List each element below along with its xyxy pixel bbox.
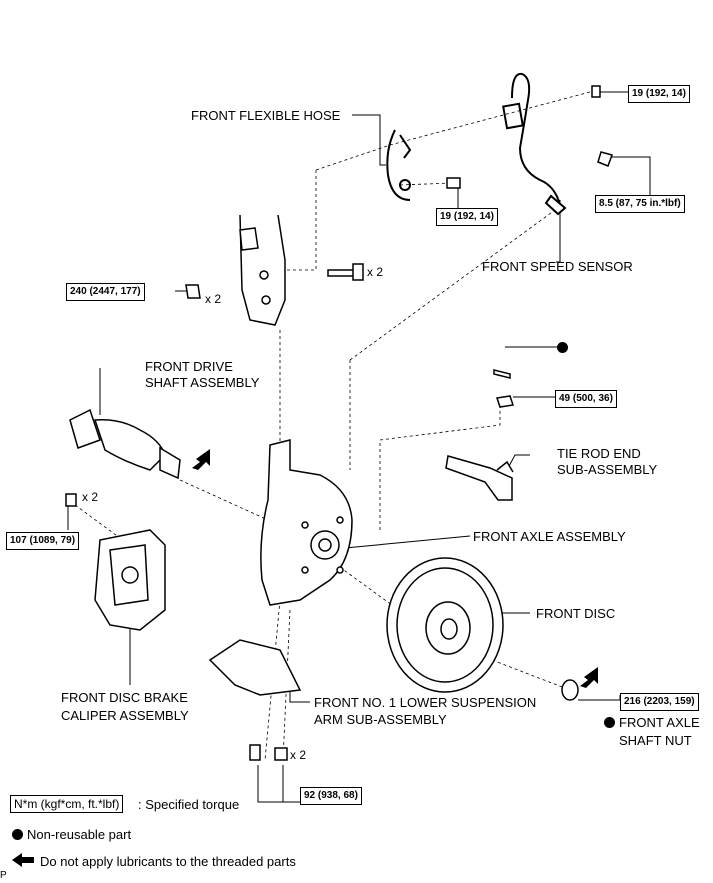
dash-lowerarm-nut [282,609,291,761]
leader-sensor-torque [612,156,651,195]
nonreusable-dot-axle-nut [604,717,615,728]
label-front-disc: FRONT DISC [536,606,616,621]
legend-nonreusable: Non-reusable part [27,827,132,842]
torque-top: 19 (192, 14) [628,85,690,103]
torque-caliper: 107 (1089, 79) [6,532,80,550]
label-caliper-2: CALIPER ASSEMBLY [61,708,189,723]
legend-no-lubricant: Do not apply lubricants to the threaded … [40,854,296,869]
dash-disc-nut [329,559,571,691]
leader-speed-sensor [556,200,561,263]
strut-bolt-head-icon [352,263,364,281]
leader-flexible-hose [352,114,386,166]
torque-tierod: 49 (500, 36) [555,390,617,408]
label-tie-rod-1: TIE ROD END [557,446,641,461]
mult-lowerarm-nut: x 2 [290,748,307,762]
torque-lowerarm: 92 (938, 68) [300,787,362,805]
knuckle-icon [260,439,353,606]
label-front-speed-sensor: FRONT SPEED SENSOR [482,259,633,274]
cotter-pin-icon [493,369,511,379]
leader-tie-rod [507,454,530,469]
torque-hose: 19 (192, 14) [436,208,498,226]
axle-nut-icon [561,679,579,701]
lowerarm-bolt-icon [249,744,261,761]
label-lower-arm-2: ARM SUB-ASSEMBLY [314,712,447,727]
label-caliper-1: FRONT DISC BRAKE [61,690,188,705]
label-axle-nut-2: SHAFT NUT [619,733,692,748]
leader-lower-arm [289,688,310,703]
torque-strut: 240 (2447, 177) [66,283,145,301]
leader-front-axle [344,535,471,549]
tierod-nut-icon [496,395,514,408]
label-front-drive-shaft-2: SHAFT ASSEMBLY [145,375,260,390]
caliper-icon [94,529,166,631]
legend-torque-unit: N*m (kgf*cm, ft.*lbf) [10,795,124,813]
legend-nonreusable-dot [12,829,23,840]
no-lubricant-arrow-axle-icon [580,667,598,688]
label-front-flexible-hose: FRONT FLEXIBLE HOSE [191,108,341,123]
lower-arm-icon [208,639,302,696]
label-front-drive-shaft-1: FRONT DRIVE [145,359,233,374]
strut-nut-icon [185,284,201,299]
legend-arrow-icon [12,853,34,867]
hose-bolt-icon [446,177,461,189]
label-lower-arm-1: FRONT NO. 1 LOWER SUSPENSION [314,695,537,710]
nonreusable-dot-cotter-pin [557,342,568,353]
label-tie-rod-2: SUB-ASSEMBLY [557,462,658,477]
tie-rod-end-icon [445,455,514,501]
no-lubricant-arrow-icon [192,449,210,470]
label-axle-nut-1: FRONT AXLE [619,715,700,730]
corner-mark: P [0,870,7,881]
leader-axlenut-torque [578,695,621,701]
drive-shaft-icon [69,408,181,480]
dash-sensor-knuckle [349,209,556,470]
speed-sensor-icon [502,72,567,216]
front-disc-icon [386,557,504,693]
mult-strut-nut: x 2 [205,292,222,306]
lowerarm-nut-icon [274,747,288,761]
sensor-bolt-icon [597,151,613,167]
dash-driveshaft [179,479,291,531]
top-bolt-icon [591,85,601,98]
torque-axlenut: 216 (2203, 159) [620,693,699,711]
strut-icon [239,214,286,326]
legend-torque-desc: : Specified torque [138,797,240,812]
mult-caliper-bolt: x 2 [82,490,99,504]
dash-hose-bolt [399,182,453,186]
mult-strut-bolt: x 2 [367,265,384,279]
torque-sensor: 8.5 (87, 75 in.*lbf) [595,195,685,213]
label-front-axle-assembly: FRONT AXLE ASSEMBLY [473,529,626,544]
leader-lowerarm-torque [257,765,300,803]
flexible-hose-icon [386,129,412,201]
dash-tierod [379,400,501,530]
caliper-bolt-icon [65,493,77,507]
